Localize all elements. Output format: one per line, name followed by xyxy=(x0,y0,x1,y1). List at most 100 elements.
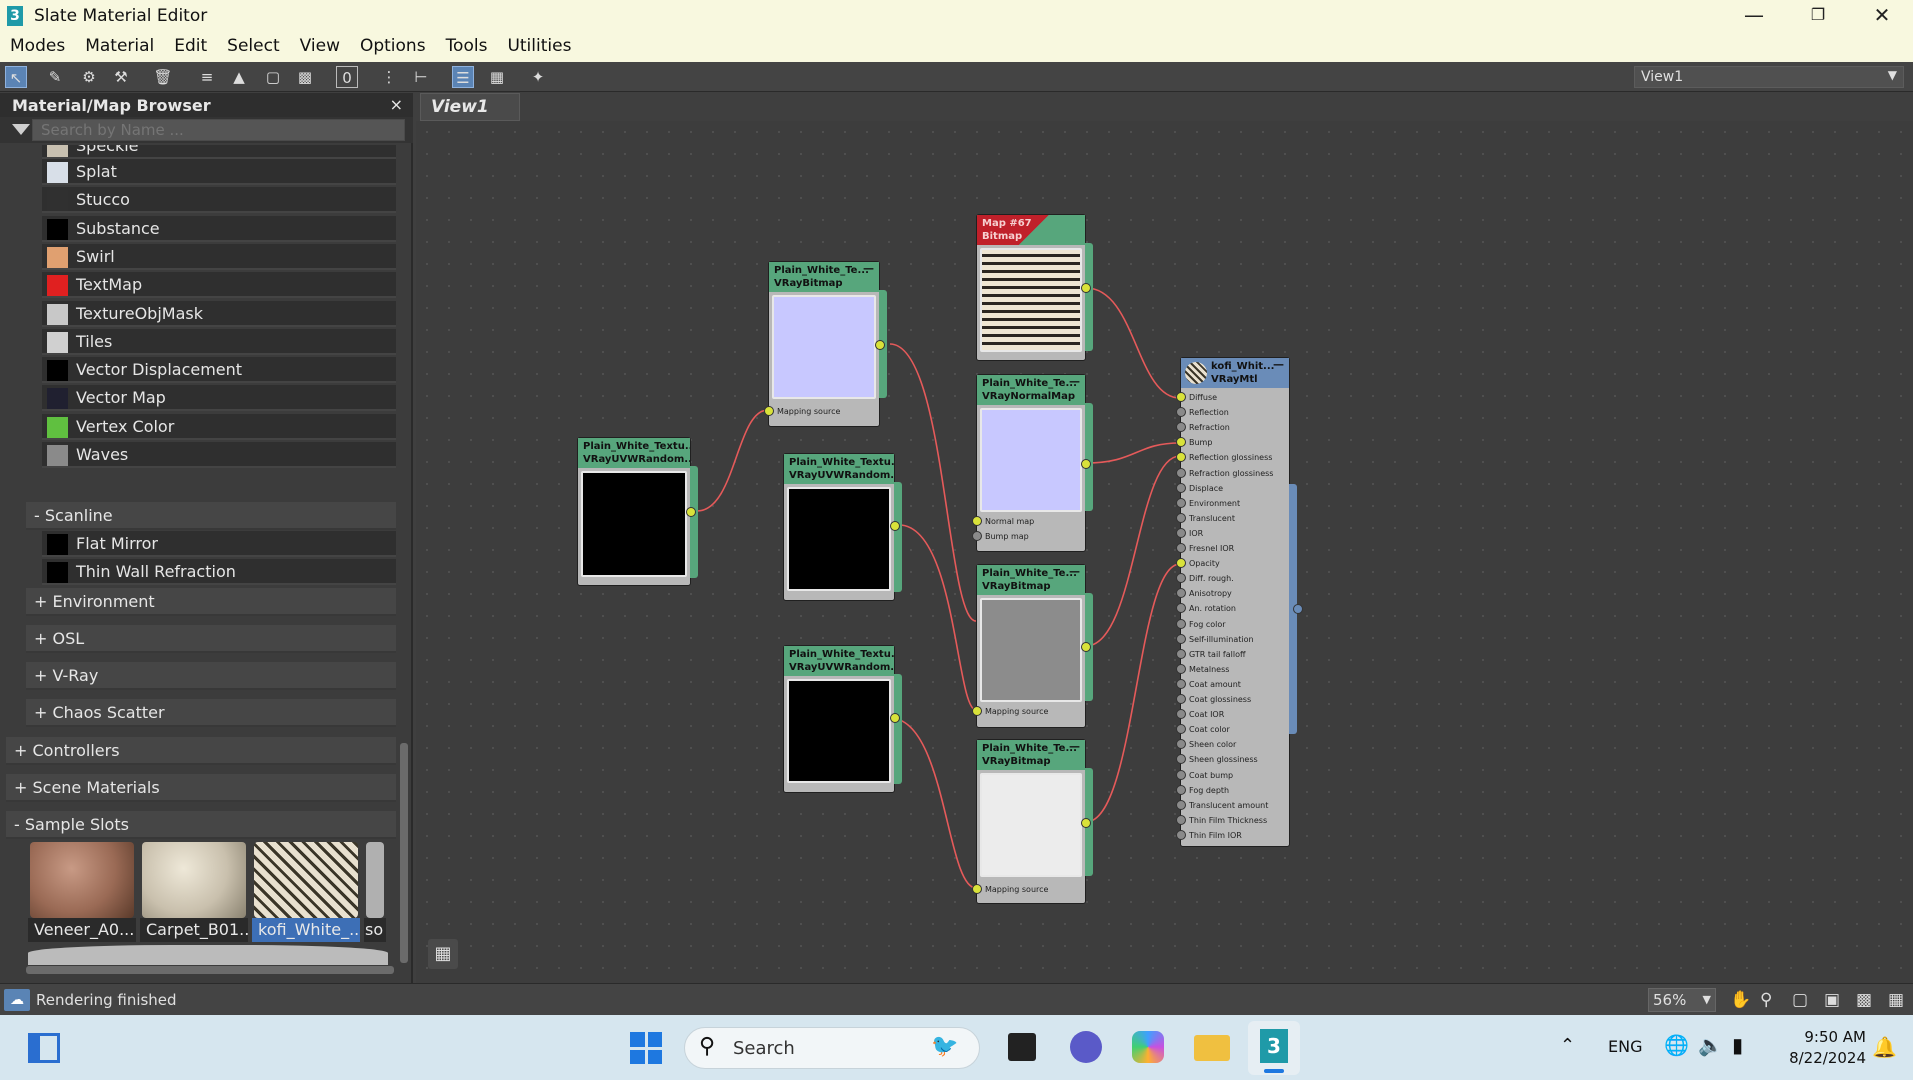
menu-utilities[interactable]: Utilities xyxy=(507,36,572,56)
node-uvw-random-3[interactable]: Plain_White_Textu...VRayUVWRandom... xyxy=(783,645,902,793)
pan-icon[interactable]: ✋ xyxy=(1730,990,1752,1010)
input-port[interactable] xyxy=(1176,709,1186,720)
node-canvas[interactable]: Plain_White_Textu...VRayUVWRandom... Pla… xyxy=(416,121,1913,983)
pick-material-icon[interactable]: ✎ xyxy=(48,68,62,86)
minimize-icon[interactable]: — xyxy=(1069,565,1080,578)
sample-slot[interactable]: Carpet_B01... xyxy=(140,842,248,942)
input-port[interactable] xyxy=(1176,829,1186,840)
sample-slot[interactable]: Veneer_A0... xyxy=(28,842,136,942)
output-port[interactable] xyxy=(875,340,885,350)
minimize-icon[interactable]: — xyxy=(1273,358,1284,371)
category-scanline[interactable]: - Scanline xyxy=(26,502,396,530)
category-environment[interactable]: + Environment xyxy=(26,588,396,616)
input-port[interactable] xyxy=(1176,573,1186,584)
select-tool-icon[interactable]: ↖ xyxy=(5,66,27,88)
menu-tools[interactable]: Tools xyxy=(445,36,488,56)
list-item[interactable]: TextureObjMask xyxy=(42,300,396,327)
show-end-result-icon[interactable]: ▩ xyxy=(297,68,313,86)
output-port[interactable] xyxy=(686,507,696,517)
options-triangle-icon[interactable] xyxy=(12,124,30,135)
output-port[interactable] xyxy=(1081,459,1091,469)
input-port[interactable] xyxy=(1176,799,1186,810)
category-sample-slots[interactable]: - Sample Slots xyxy=(6,811,396,839)
node-vraybitmap-3[interactable]: Plain_White_Te...VRayBitmap— Mapping sou… xyxy=(972,739,1093,904)
view-selector[interactable]: View1▼ xyxy=(1634,66,1904,88)
layout-vertical-icon[interactable]: ⋮ xyxy=(381,68,397,86)
put-to-scene-icon[interactable]: ⚙ xyxy=(82,68,96,86)
3dsmax-taskbar-button[interactable]: 3 xyxy=(1248,1021,1300,1075)
input-port[interactable] xyxy=(1176,482,1186,493)
copilot-icon[interactable] xyxy=(1132,1031,1164,1063)
node-uvw-random-2[interactable]: Plain_White_Textu...VRayUVWRandom... xyxy=(783,453,902,601)
minimize-button[interactable]: — xyxy=(1744,3,1764,27)
input-port-normal-map[interactable] xyxy=(972,516,982,526)
input-port[interactable] xyxy=(1176,784,1186,795)
close-icon[interactable]: × xyxy=(389,95,403,114)
output-port[interactable] xyxy=(1293,604,1303,614)
input-port[interactable] xyxy=(972,884,982,894)
input-port[interactable] xyxy=(764,406,774,416)
output-port[interactable] xyxy=(1081,642,1091,652)
input-port[interactable] xyxy=(1176,452,1186,463)
category-osl[interactable]: + OSL xyxy=(26,625,396,653)
menu-options[interactable]: Options xyxy=(359,36,426,56)
menu-view[interactable]: View xyxy=(299,36,340,56)
tab-view1[interactable]: View1 xyxy=(420,93,520,121)
delete-icon[interactable]: 🗑 xyxy=(153,68,173,86)
category-scene-materials[interactable]: + Scene Materials xyxy=(6,774,396,802)
chat-icon[interactable] xyxy=(1070,1031,1102,1063)
input-port[interactable] xyxy=(1176,497,1186,508)
input-port[interactable] xyxy=(1176,512,1186,523)
input-port[interactable] xyxy=(1176,739,1186,750)
input-port[interactable] xyxy=(1176,392,1186,402)
category-controllers[interactable]: + Controllers xyxy=(6,737,396,765)
widgets-icon[interactable] xyxy=(28,1033,60,1063)
input-port[interactable] xyxy=(1176,769,1186,780)
parameter-editor-icon[interactable]: ▦ xyxy=(489,68,505,86)
file-explorer-icon[interactable] xyxy=(1194,1035,1230,1061)
input-port[interactable] xyxy=(1176,633,1186,644)
output-port[interactable] xyxy=(1081,283,1091,293)
list-item[interactable]: Flat Mirror xyxy=(42,531,396,557)
input-port[interactable] xyxy=(1176,543,1186,553)
notification-icon[interactable]: 🔔 xyxy=(1872,1035,1897,1059)
navigator-icon[interactable]: ▦ xyxy=(428,939,458,969)
list-item[interactable]: Swirl xyxy=(42,243,396,270)
node-vraybitmap-1[interactable]: Plain_White_Te...VRayBitmap— Mapping sou… xyxy=(764,261,887,427)
volume-icon[interactable]: 🔈 xyxy=(1698,1033,1723,1057)
select-by-material-icon[interactable]: ✦ xyxy=(531,68,545,86)
input-port[interactable] xyxy=(1176,724,1186,735)
input-port[interactable] xyxy=(1176,618,1186,629)
input-port[interactable] xyxy=(1176,588,1186,599)
input-port[interactable] xyxy=(1176,527,1186,538)
sample-slot[interactable]: so xyxy=(364,842,386,942)
list-item[interactable]: Splat xyxy=(42,159,396,185)
input-port[interactable] xyxy=(1176,558,1186,569)
browser-scrollbar[interactable] xyxy=(400,743,408,963)
input-port[interactable] xyxy=(1176,694,1186,704)
menu-modes[interactable]: Modes xyxy=(10,36,66,56)
input-port[interactable] xyxy=(1176,467,1186,478)
output-port[interactable] xyxy=(890,713,900,723)
list-item[interactable]: Stucco xyxy=(42,187,396,214)
material-map-browser-icon[interactable]: ☰ xyxy=(452,66,474,88)
input-port[interactable] xyxy=(1176,678,1186,689)
search-input[interactable] xyxy=(32,119,405,141)
node-uvw-random-1[interactable]: Plain_White_Textu...VRayUVWRandom... xyxy=(577,437,698,586)
category-vray[interactable]: + V-Ray xyxy=(26,662,396,690)
zoom-region-icon[interactable]: ▢ xyxy=(1792,990,1809,1010)
zoom-icon[interactable]: ⚲ xyxy=(1760,990,1773,1010)
minimize-icon[interactable]: — xyxy=(863,262,874,275)
language-indicator[interactable]: ENG xyxy=(1608,1037,1643,1056)
input-port[interactable] xyxy=(1176,437,1186,448)
list-item[interactable]: Vector Map xyxy=(42,385,396,412)
input-port[interactable] xyxy=(1176,814,1186,825)
input-port[interactable] xyxy=(1176,754,1186,765)
list-item[interactable]: Substance xyxy=(42,215,396,242)
taskbar-search[interactable]: ⚲ Search 🐦 xyxy=(684,1027,980,1069)
list-item[interactable]: Vertex Color xyxy=(42,413,396,440)
close-button[interactable]: ✕ xyxy=(1873,3,1891,27)
